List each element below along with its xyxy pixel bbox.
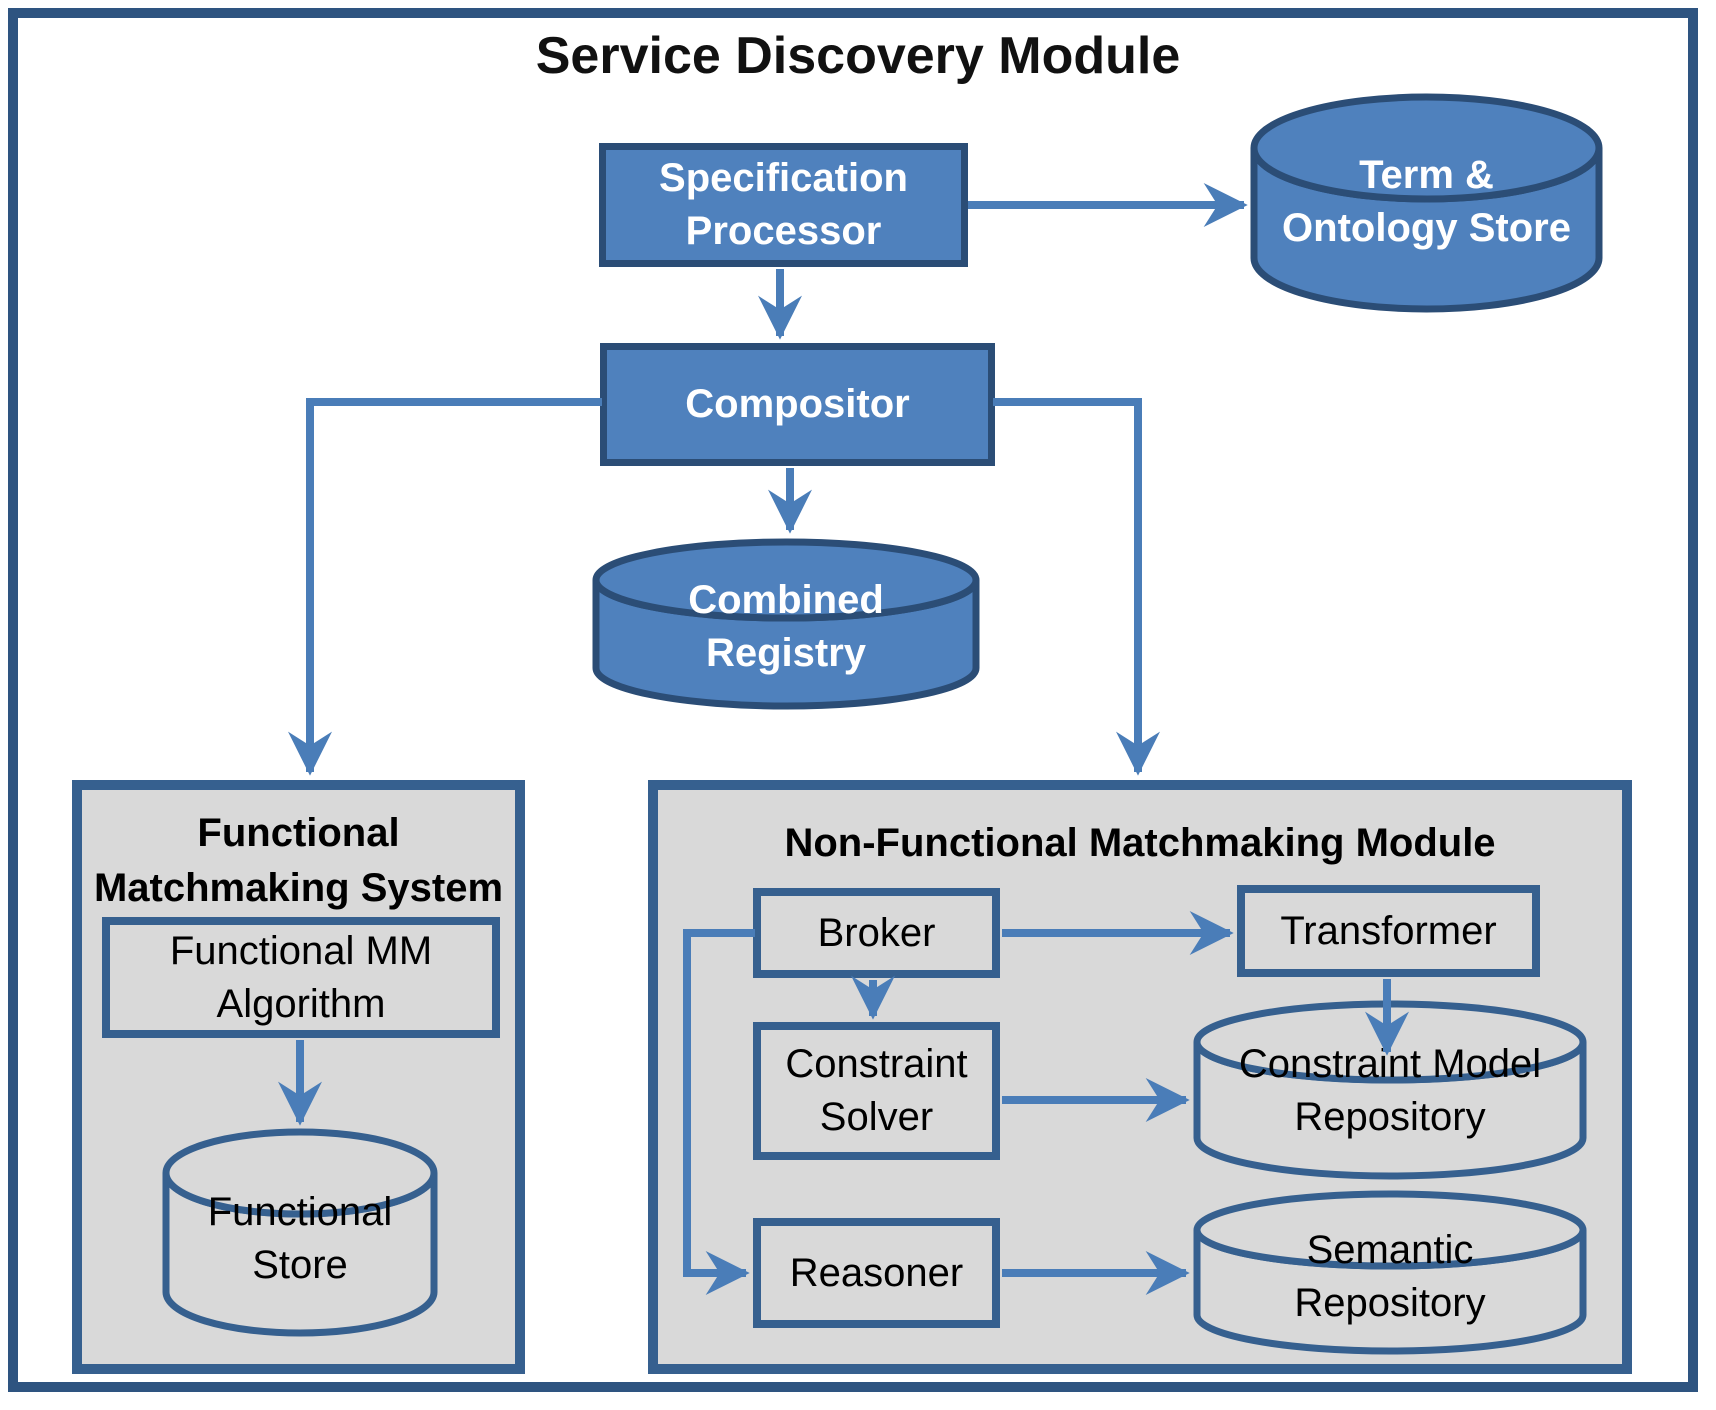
- functional-system-title: Functional Matchmaking System: [82, 790, 515, 916]
- functional-store-cylinder-shape: [162, 1128, 438, 1337]
- combined-registry-node: Combined Registry: [592, 538, 980, 710]
- constraint-solver-node: Constraint Solver: [753, 1022, 1000, 1160]
- nonfunctional-module-title-text: Non-Functional Matchmaking Module: [784, 821, 1496, 865]
- functional-store-label-line2: Store: [252, 1243, 348, 1287]
- functional-store-label: Functional Store: [162, 1186, 438, 1292]
- specification-processor-node: Specification Processor: [599, 143, 968, 267]
- nonfunctional-module-title: Non-Functional Matchmaking Module: [658, 790, 1622, 871]
- specification-processor-label-line1: Specification: [659, 156, 908, 200]
- semantic-repository-cylinder-shape: [1193, 1190, 1587, 1355]
- combined-registry-cylinder-shape: [592, 538, 980, 710]
- functional-mm-algorithm-node: Functional MM Algorithm: [102, 917, 500, 1038]
- functional-system-title-line1: Functional: [197, 811, 400, 855]
- functional-system-title-line2: Matchmaking System: [93, 866, 504, 910]
- broker-label: Broker: [817, 910, 936, 955]
- term-ontology-store-label-line2: Ontology Store: [1282, 206, 1571, 250]
- broker-node: Broker: [753, 888, 1000, 978]
- combined-registry-label-line2: Registry: [705, 631, 867, 675]
- semantic-repository-node: Semantic Repository: [1193, 1190, 1587, 1355]
- reasoner-label: Reasoner: [789, 1250, 964, 1295]
- functional-store-node: Functional Store: [162, 1128, 438, 1337]
- functional-mm-algorithm-label-line2: Algorithm: [216, 981, 386, 1026]
- constraint-model-repository-label: Constraint Model Repository: [1193, 1038, 1587, 1144]
- functional-store-label-line1: Functional: [207, 1190, 393, 1234]
- compositor-node: Compositor: [600, 343, 995, 466]
- term-ontology-store-cylinder-shape: [1250, 93, 1603, 313]
- term-ontology-store-label-line1: Term &: [1359, 153, 1494, 197]
- semantic-repository-label: Semantic Repository: [1193, 1224, 1587, 1330]
- constraint-model-repository-node: Constraint Model Repository: [1193, 1000, 1587, 1180]
- combined-registry-label: Combined Registry: [592, 574, 980, 680]
- combined-registry-label-line1: Combined: [688, 578, 884, 622]
- constraint-model-repository-label-line1: Constraint Model: [1238, 1042, 1542, 1086]
- diagram-title: Service Discovery Module: [535, 27, 1181, 85]
- constraint-model-repository-label-line2: Repository: [1294, 1095, 1486, 1139]
- semantic-repository-label-line1: Semantic: [1306, 1228, 1474, 1272]
- term-ontology-store-label: Term & Ontology Store: [1250, 149, 1603, 255]
- transformer-label: Transformer: [1280, 908, 1497, 953]
- semantic-repository-label-line2: Repository: [1294, 1281, 1486, 1325]
- specification-processor-label-line2: Processor: [685, 209, 882, 253]
- compositor-label: Compositor: [685, 382, 910, 426]
- transformer-node: Transformer: [1237, 885, 1540, 977]
- reasoner-node: Reasoner: [753, 1218, 1000, 1328]
- constraint-solver-label-line1: Constraint: [785, 1042, 968, 1086]
- constraint-solver-label-line2: Solver: [819, 1095, 934, 1139]
- functional-mm-algorithm-label-line1: Functional MM: [169, 928, 433, 973]
- term-ontology-store-node: Term & Ontology Store: [1250, 93, 1603, 313]
